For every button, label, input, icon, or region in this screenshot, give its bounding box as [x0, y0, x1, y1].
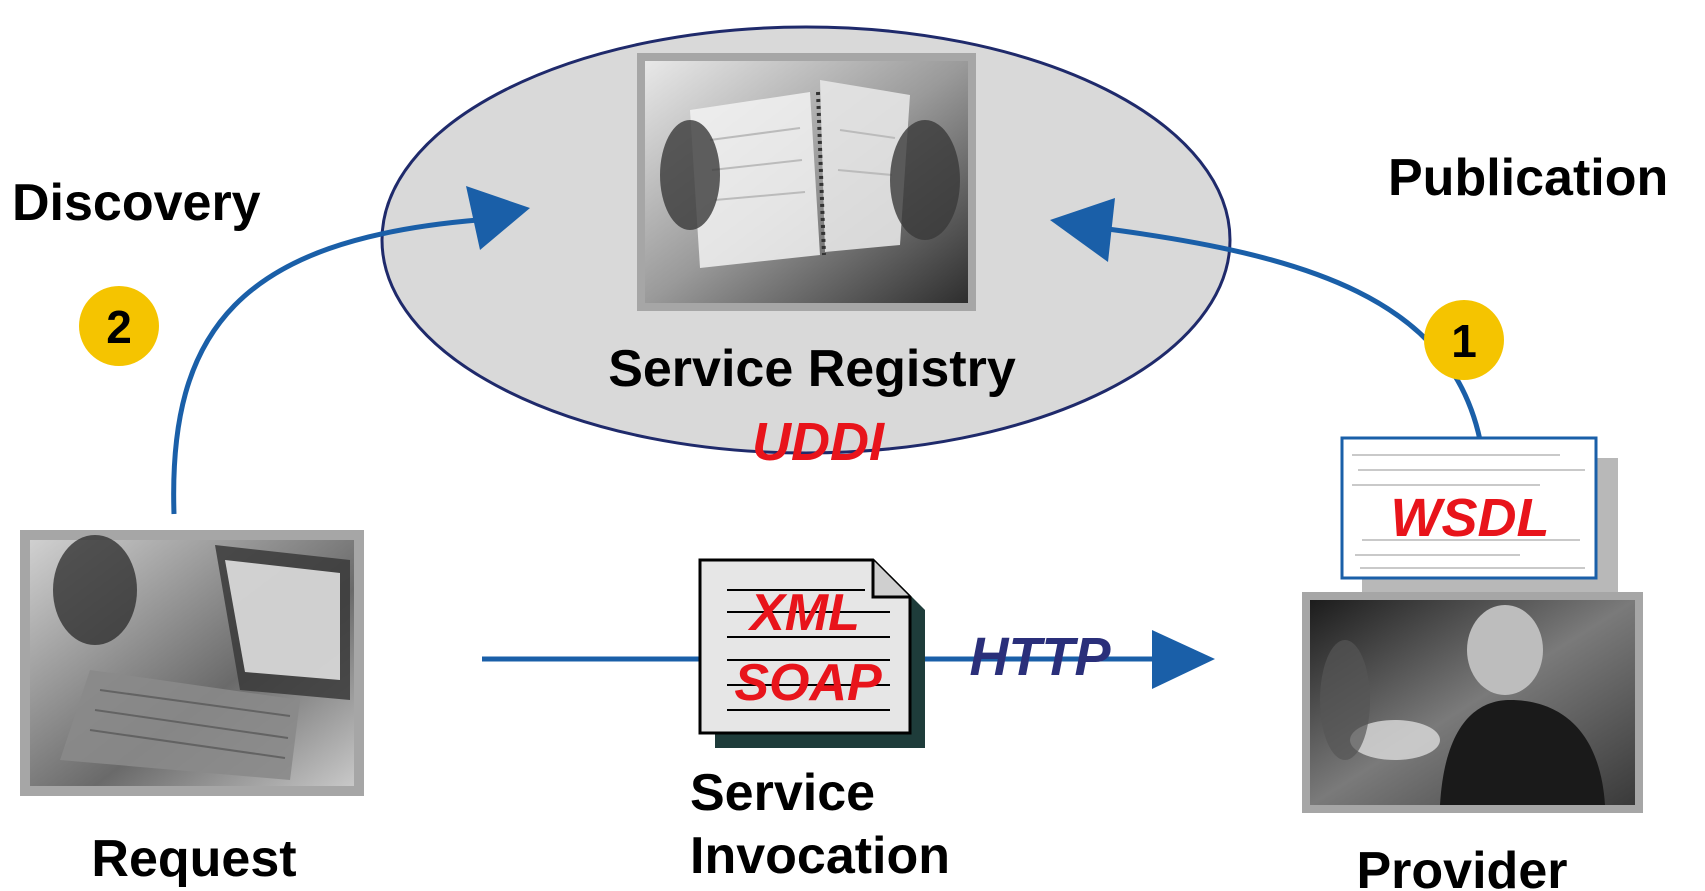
http-label: HTTP [970, 627, 1112, 687]
provider-label: Provider [1357, 842, 1568, 891]
request-label: Request [91, 830, 296, 888]
request-photo [20, 530, 364, 796]
discovery-label: Discovery [12, 174, 261, 232]
wsdl-label: WSDL [1391, 488, 1550, 548]
provider-photo [1302, 592, 1643, 813]
service-invocation-label-line2: Invocation [690, 827, 950, 885]
publication-arrowhead [1050, 198, 1115, 262]
discovery-step-badge: 2 [79, 286, 159, 366]
xml-soap-document: XML SOAP [698, 558, 925, 748]
service-registry-label: Service Registry [608, 340, 1016, 398]
publication-label: Publication [1388, 149, 1668, 207]
discovery-arrow [171, 217, 479, 515]
discovery-step-number: 2 [106, 301, 132, 353]
discovery-arrowhead [466, 186, 530, 250]
service-invocation-label-line1: Service [690, 764, 875, 822]
xml-label: XML [747, 584, 860, 642]
soap-label: SOAP [734, 654, 882, 712]
publication-step-badge: 1 [1424, 300, 1504, 380]
registry-photo [637, 53, 976, 311]
publication-arrow [1099, 225, 1483, 441]
wsdl-document: WSDL [1340, 436, 1618, 598]
invocation-arrowhead [1152, 630, 1215, 689]
publication-step-number: 1 [1451, 315, 1477, 367]
uddi-label: UDDI [752, 412, 885, 472]
